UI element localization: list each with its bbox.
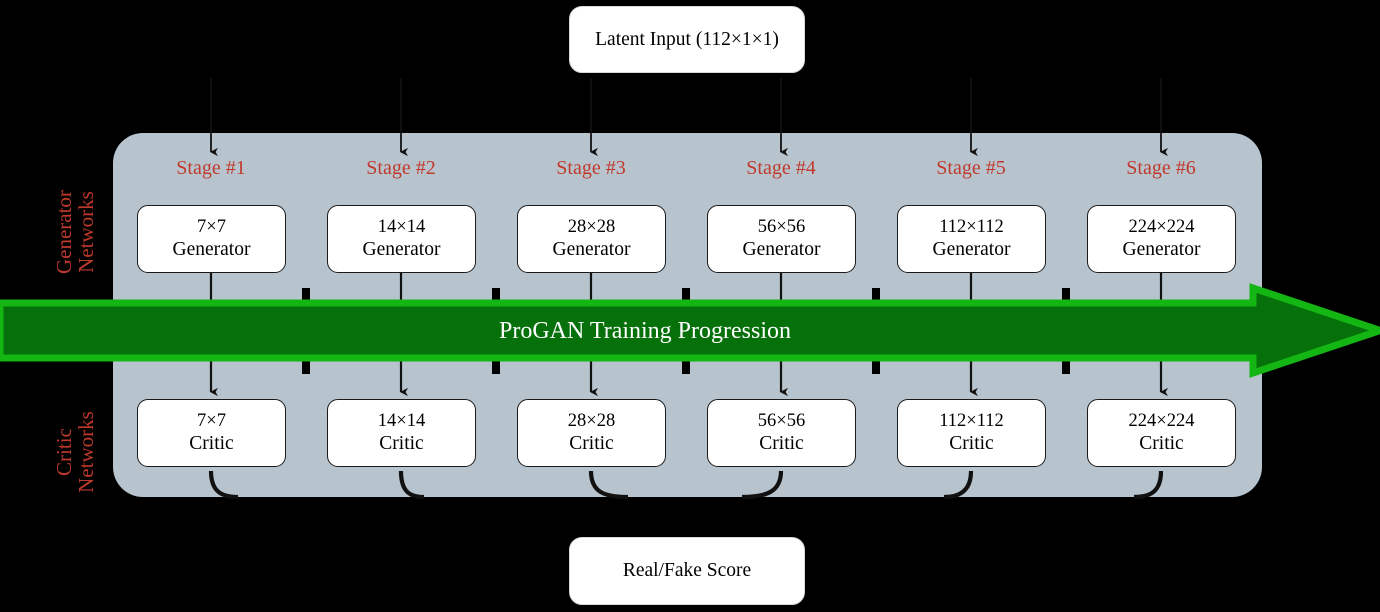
generator-resolution-6: 224×224 (1128, 216, 1195, 237)
generator-box-stage-6[interactable]: 224×224 Generator (1087, 205, 1236, 273)
critic-box-stage-3[interactable]: 28×28 Critic (517, 399, 666, 467)
generator-resolution-1: 7×7 (197, 216, 226, 237)
generator-resolution-2: 14×14 (377, 216, 426, 237)
latent-input-box: Latent Input (112×1×1) (569, 6, 805, 73)
critic-box-stage-4[interactable]: 56×56 Critic (707, 399, 856, 467)
generator-resolution-5: 112×112 (939, 216, 1004, 237)
generator-box-stage-1[interactable]: 7×7 Generator (137, 205, 286, 273)
row-label-generator-networks: Generator Networks (51, 152, 98, 312)
critic-role-5: Critic (949, 433, 994, 455)
stage-label-3: Stage #3 (556, 157, 626, 179)
critic-box-stage-6[interactable]: 224×224 Critic (1087, 399, 1236, 467)
stage-label-2: Stage #2 (366, 157, 436, 179)
stage-label-6: Stage #6 (1126, 157, 1196, 179)
generator-box-stage-2[interactable]: 14×14 Generator (327, 205, 476, 273)
critic-resolution-4: 56×56 (757, 410, 806, 431)
generator-resolution-3: 28×28 (567, 216, 616, 237)
generator-role-3: Generator (552, 239, 631, 261)
generator-box-stage-4[interactable]: 56×56 Generator (707, 205, 856, 273)
generator-box-stage-3[interactable]: 28×28 Generator (517, 205, 666, 273)
critic-resolution-5: 112×112 (939, 410, 1004, 431)
row-label-generator-line1: Generator (51, 190, 76, 275)
critic-role-2: Critic (379, 433, 424, 455)
critic-role-3: Critic (569, 433, 614, 455)
critic-role-1: Critic (189, 433, 234, 455)
critic-box-stage-1[interactable]: 7×7 Critic (137, 399, 286, 467)
critic-role-6: Critic (1139, 433, 1184, 455)
real-fake-score-box: Real/Fake Score (569, 537, 805, 605)
critic-output-curves (208, 470, 1164, 500)
stage-label-5: Stage #5 (936, 157, 1006, 179)
generator-role-2: Generator (362, 239, 441, 261)
generator-role-1: Generator (172, 239, 251, 261)
row-label-critic-networks: Critic Networks (51, 372, 98, 532)
training-progression-arrow (0, 283, 1380, 378)
critic-resolution-3: 28×28 (567, 410, 616, 431)
progression-band-label: ProGAN Training Progression (498, 318, 792, 344)
latent-input-label: Latent Input (112×1×1) (595, 28, 779, 50)
generator-role-6: Generator (1122, 239, 1201, 261)
row-label-critic-line1: Critic (51, 428, 76, 476)
row-label-generator-line2: Networks (74, 191, 98, 273)
generator-resolution-4: 56×56 (757, 216, 806, 237)
critic-box-stage-5[interactable]: 112×112 Critic (897, 399, 1046, 467)
stage-label-1: Stage #1 (176, 157, 246, 179)
generator-role-5: Generator (932, 239, 1011, 261)
real-fake-score-label: Real/Fake Score (622, 560, 752, 581)
critic-box-stage-2[interactable]: 14×14 Critic (327, 399, 476, 467)
critic-role-4: Critic (759, 433, 804, 455)
row-label-critic-line2: Networks (74, 411, 98, 493)
critic-resolution-2: 14×14 (377, 410, 426, 431)
stage-label-4: Stage #4 (746, 157, 816, 179)
critic-resolution-6: 224×224 (1128, 410, 1195, 431)
latent-feed-arrows (209, 78, 1168, 157)
critic-resolution-1: 7×7 (197, 410, 226, 431)
generator-box-stage-5[interactable]: 112×112 Generator (897, 205, 1046, 273)
generator-role-4: Generator (742, 239, 821, 261)
